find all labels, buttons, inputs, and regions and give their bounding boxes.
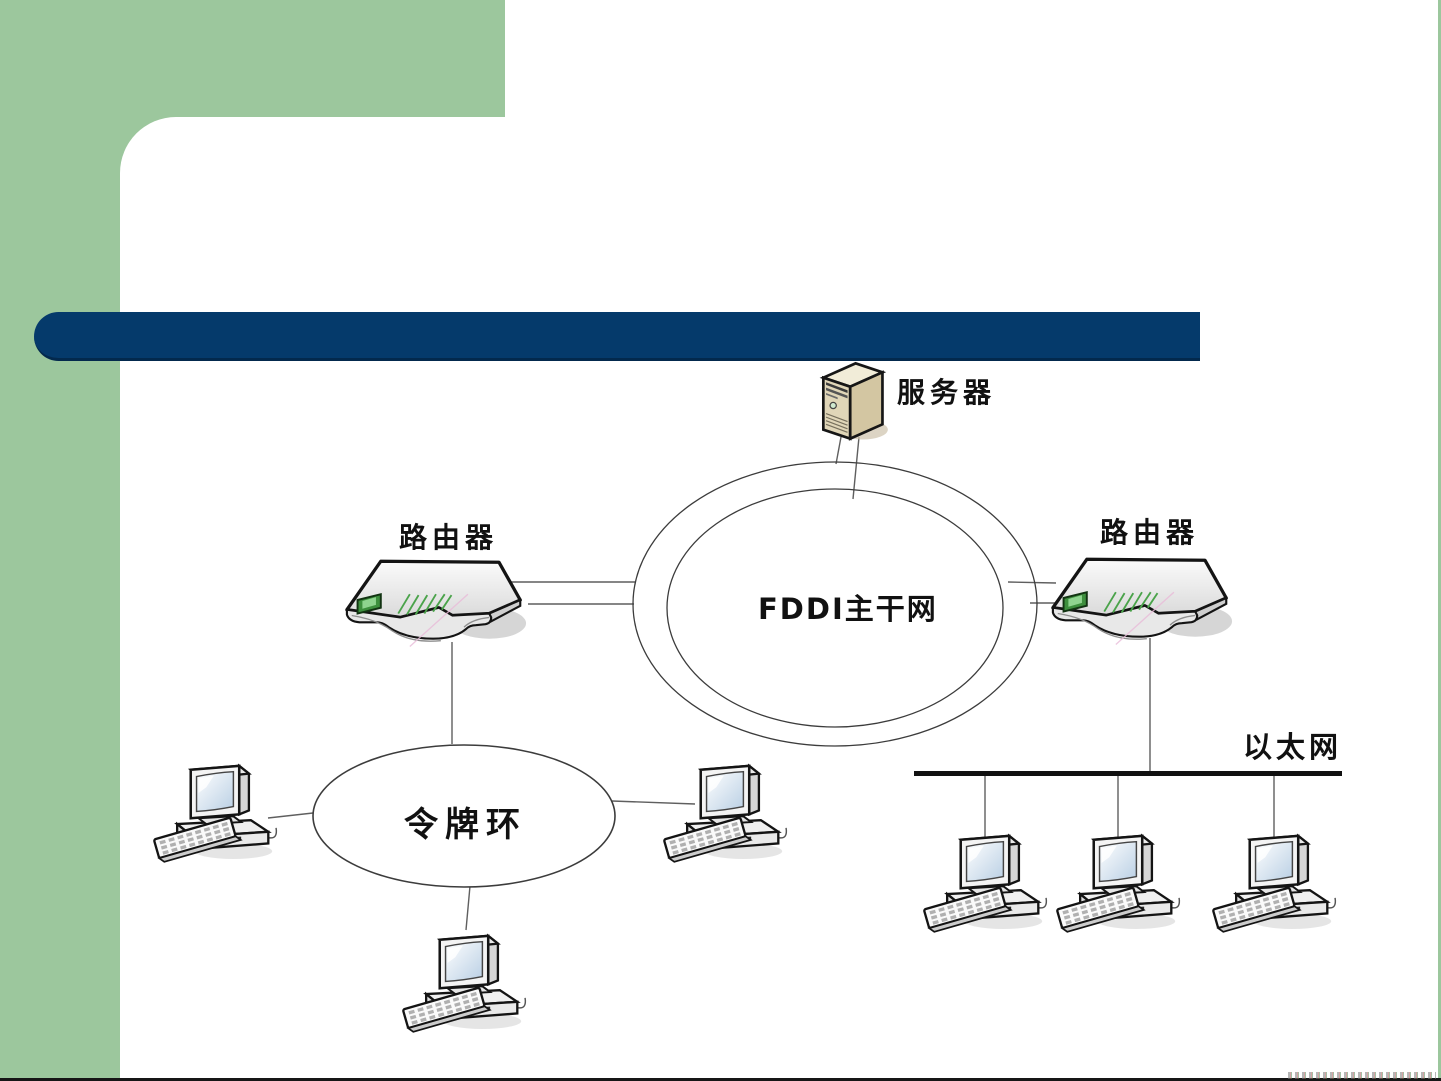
slide-title-bar bbox=[34, 312, 1200, 361]
network-links bbox=[267, 436, 1275, 931]
desktop-computer-icon-ethernet-2 bbox=[1055, 834, 1181, 935]
slide-bottom-edge-line bbox=[0, 1078, 1441, 1081]
desktop-computer-icon-token-right bbox=[662, 764, 788, 865]
token-ring-label: 令牌环 bbox=[404, 805, 527, 845]
ethernet-label: 以太网 bbox=[1243, 730, 1343, 764]
ethernet-bus bbox=[914, 771, 1342, 776]
router-left-label: 路由器 bbox=[399, 521, 499, 554]
router-right-label: 路由器 bbox=[1100, 516, 1200, 549]
server-label: 服务器 bbox=[897, 376, 997, 409]
fddi-ring-label: FDDI主干网 bbox=[758, 592, 938, 626]
desktop-computer-icon-ethernet-3 bbox=[1211, 834, 1337, 935]
router-icon-left bbox=[345, 559, 528, 649]
desktop-computer-icon-ethernet-1 bbox=[922, 834, 1048, 935]
desktop-computer-icon-token-bottom bbox=[401, 934, 527, 1035]
slide-right-green-edge bbox=[1438, 0, 1441, 1081]
server-tower-icon bbox=[821, 362, 890, 441]
watermark-noise bbox=[1288, 1072, 1436, 1079]
token-ring-ellipse bbox=[312, 744, 616, 888]
fddi-ring bbox=[632, 461, 1038, 747]
desktop-computer-icon-token-left bbox=[152, 764, 278, 865]
router-icon-right bbox=[1051, 557, 1234, 647]
